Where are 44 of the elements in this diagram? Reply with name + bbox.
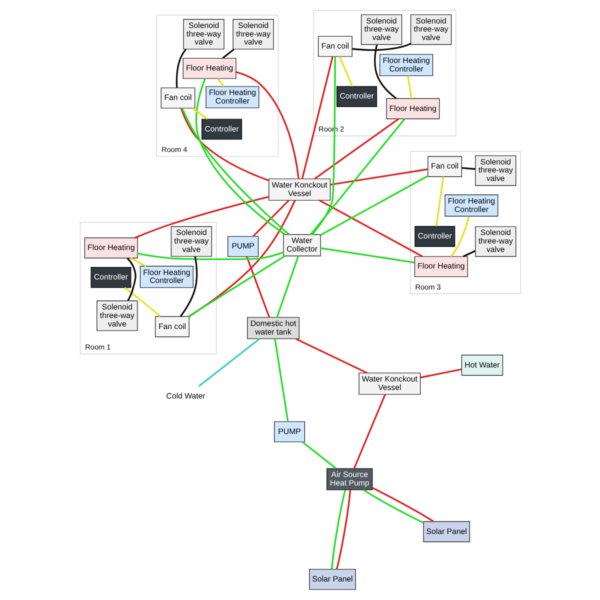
connector (335, 490, 351, 570)
connector (362, 489, 424, 524)
connector (134, 196, 268, 239)
connector (301, 441, 336, 470)
connector (194, 78, 286, 236)
connector (352, 394, 386, 469)
connector (191, 107, 208, 120)
connector (235, 71, 299, 179)
connector (300, 56, 333, 179)
connector (330, 490, 346, 570)
connector (372, 487, 434, 522)
connector (124, 286, 160, 318)
connector (330, 168, 428, 186)
connector (320, 247, 414, 264)
connector (311, 56, 336, 236)
connector (252, 200, 289, 237)
connector (276, 256, 299, 318)
connector (180, 108, 290, 236)
connector (318, 200, 422, 258)
connector (352, 42, 411, 51)
connector (374, 44, 396, 100)
connector (188, 255, 285, 318)
connector (461, 167, 475, 170)
connector (188, 200, 296, 318)
connector (420, 368, 462, 378)
connector (126, 258, 136, 302)
connector (406, 76, 412, 99)
connector (320, 175, 428, 236)
connector (137, 252, 284, 260)
connector (246, 256, 270, 318)
connector (222, 48, 234, 59)
connector (462, 250, 476, 258)
connector (274, 338, 288, 422)
connector (314, 118, 399, 180)
connector (198, 338, 260, 387)
connector (180, 108, 269, 182)
connector (130, 257, 146, 267)
connector (179, 256, 198, 317)
connector (338, 56, 353, 87)
connector (435, 176, 444, 226)
connector (294, 338, 368, 374)
connector (216, 78, 224, 87)
connector (310, 118, 405, 236)
connector (175, 48, 186, 88)
